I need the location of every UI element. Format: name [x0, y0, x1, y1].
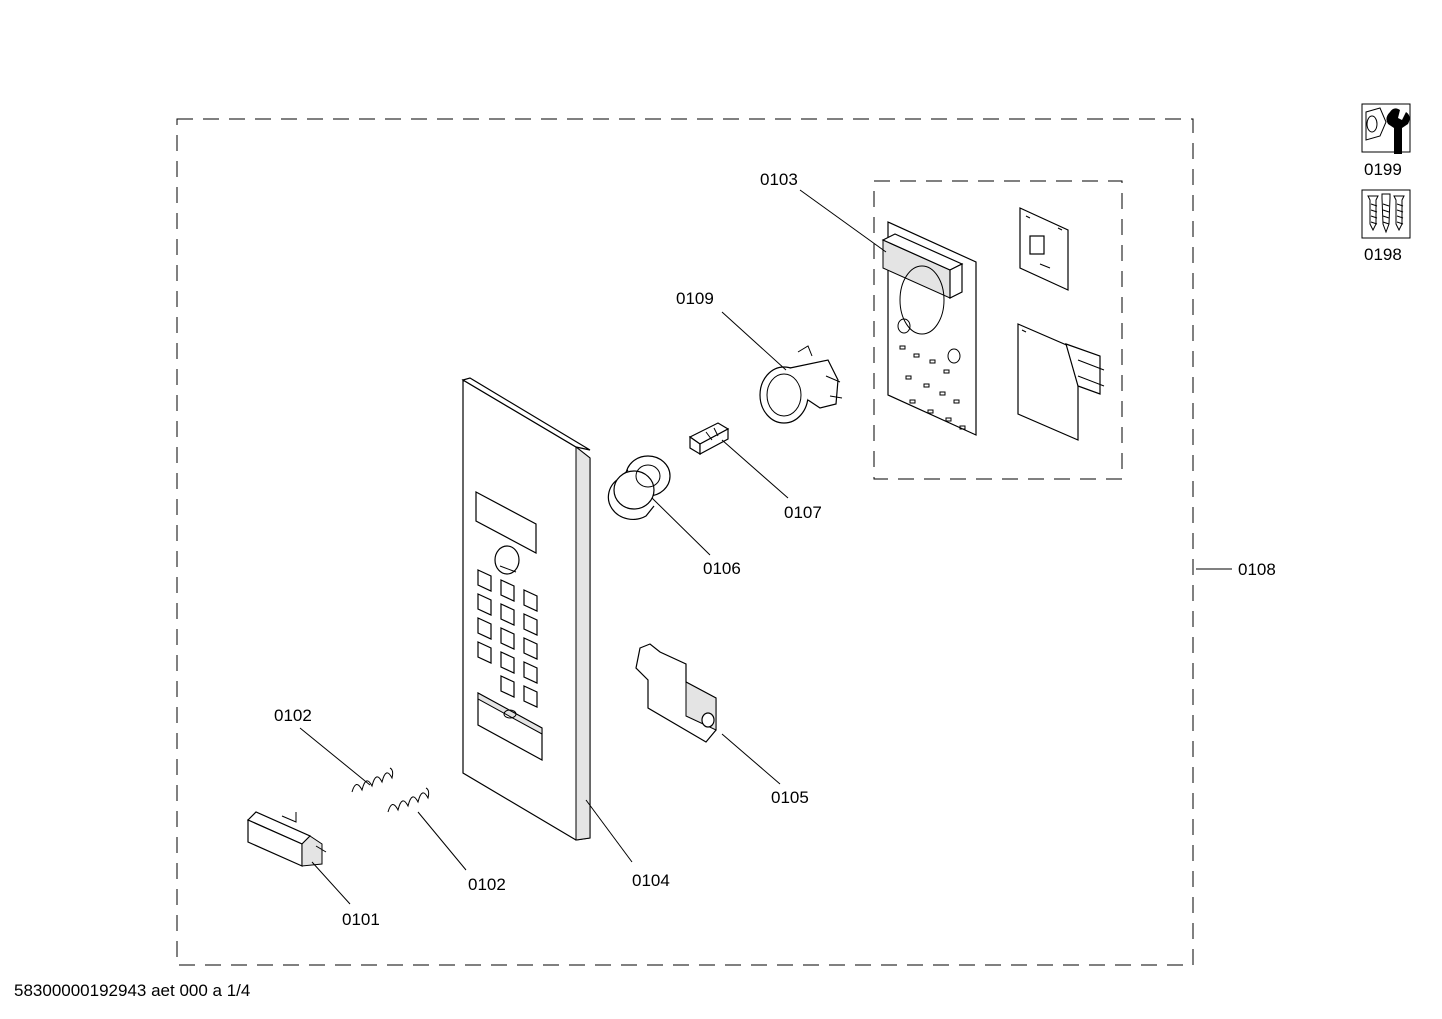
spring-lower-0102 [387, 787, 430, 813]
panel-key [523, 613, 538, 636]
panel-key [477, 593, 492, 616]
panel-key [500, 603, 515, 626]
panel-key [500, 675, 515, 698]
board-hole [939, 391, 946, 396]
panel-key [500, 651, 515, 674]
small-pcb [1019, 207, 1069, 291]
label-0105: 0105 [771, 788, 809, 807]
control-board-0103 [881, 221, 977, 436]
knob-0106 [607, 455, 671, 520]
leader-lines [299, 189, 1232, 905]
label-0109: 0109 [676, 289, 714, 308]
drawing-code: 58300000192943 aet 000 a 1/4 [14, 981, 251, 1000]
panel-key [477, 569, 492, 592]
board-hole [929, 359, 936, 364]
board-hole [943, 369, 950, 374]
board-hole [913, 353, 920, 358]
front-panel-0104 [461, 377, 591, 841]
board-hole [959, 425, 966, 430]
assembly-frame-0108 [176, 118, 1194, 966]
module-frame-0103 [873, 180, 1123, 480]
label-0107: 0107 [784, 503, 822, 522]
label-0101: 0101 [342, 910, 380, 929]
panel-key [523, 661, 538, 684]
board-hole [927, 409, 934, 414]
panel-key [523, 637, 538, 660]
wrench-nut-icon [1361, 103, 1411, 154]
spring-upper-0102 [351, 767, 394, 793]
holder-ring-0109 [759, 345, 843, 424]
board-hole [953, 399, 960, 404]
panel-key [523, 685, 538, 708]
board-hole [909, 399, 916, 404]
label-0102-upper: 0102 [274, 706, 312, 725]
panel-key [477, 617, 492, 640]
board-hole [923, 383, 930, 388]
button-cap-0101 [246, 811, 327, 867]
power-pcb [1017, 323, 1105, 441]
board-hole [899, 345, 906, 350]
panel-key [500, 627, 515, 650]
panel-key [477, 641, 492, 664]
label-0102-lower: 0102 [468, 875, 506, 894]
label-0198: 0198 [1364, 245, 1402, 264]
panel-key [523, 589, 538, 612]
label-0103: 0103 [760, 170, 798, 189]
board-hole [905, 375, 912, 380]
label-0199: 0199 [1364, 160, 1402, 179]
shaft-0107 [688, 422, 730, 456]
latch-0105 [635, 643, 717, 743]
screws-icon [1361, 189, 1411, 239]
panel-key [500, 579, 515, 602]
label-0104: 0104 [632, 871, 670, 890]
label-0108: 0108 [1238, 560, 1276, 579]
board-hole [945, 417, 952, 422]
label-0106: 0106 [703, 559, 741, 578]
